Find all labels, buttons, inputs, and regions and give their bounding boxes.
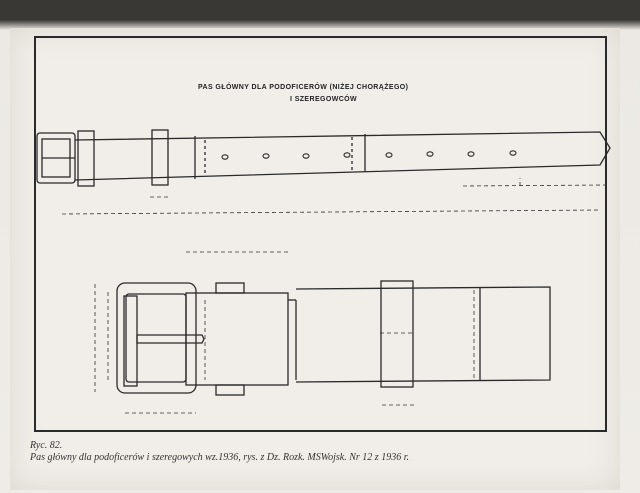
buckle-detail-view <box>116 280 551 396</box>
belt-hole <box>467 151 475 157</box>
dimension-line <box>462 184 609 187</box>
dimension-line-total <box>61 209 601 215</box>
belt-hole <box>302 153 310 159</box>
strap-tab-top <box>215 282 245 294</box>
drawing-title-line-1: PAS GŁÓWNY DLA PODOFICERÓW (NIŻEJ CHORĄŻ… <box>198 84 409 91</box>
dimension-lines-side <box>61 178 609 215</box>
belt-strap <box>74 131 611 181</box>
detail-belt-loop <box>380 280 414 388</box>
figure-caption: Pas główny dla podoficerów i szeregowych… <box>30 452 409 463</box>
drawing-frame <box>34 36 607 432</box>
belt-hole <box>426 151 434 157</box>
strap-wrap <box>185 292 289 386</box>
belt-holes <box>221 150 517 160</box>
belt-hole <box>343 152 351 158</box>
paper-sheet <box>10 28 620 490</box>
detail-strap <box>295 286 551 383</box>
belt-hole <box>221 154 229 160</box>
belt-hole <box>262 153 270 159</box>
strap-tab-bottom <box>215 384 245 396</box>
belt-hole <box>385 152 393 158</box>
belt-side-view <box>36 129 611 187</box>
drawing-title-line-2: I SZEREGOWCÓW <box>290 96 358 103</box>
belt-loop-1 <box>77 130 95 187</box>
belt-hole <box>509 150 517 156</box>
belt-loop-2 <box>151 129 169 186</box>
buckle-prong-detail <box>136 334 205 344</box>
buckle-frame-inner <box>125 293 187 383</box>
dimension-lines-detail <box>94 251 475 414</box>
figure-number: Ryc. 82. <box>30 440 63 451</box>
buckle-frame <box>116 282 197 394</box>
